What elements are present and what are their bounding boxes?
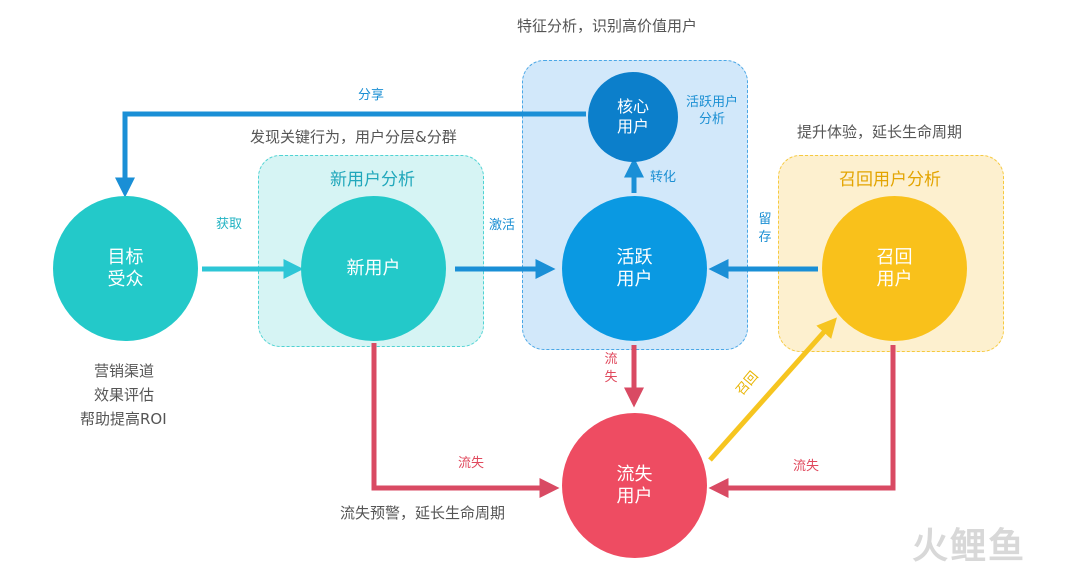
label-churn-middle-1: 流 (604, 352, 618, 367)
node-core-line2: 用户 (616, 117, 649, 136)
label-retain-2: 存 (758, 230, 772, 245)
node-core-line1: 核心 (616, 97, 649, 116)
label-acquire: 获取 (216, 217, 243, 232)
node-new-user-label: 新用户 (346, 257, 401, 279)
node-target-line1: 目标 (107, 246, 144, 268)
label-churn-middle-2: 失 (604, 370, 618, 385)
node-churn-line1: 流失 (616, 463, 653, 485)
caption-churn-warning: 流失预警，延长生命周期 (340, 504, 506, 522)
node-churn-line2: 用户 (616, 485, 653, 507)
label-activate: 激活 (489, 218, 516, 233)
new-user-analysis-title: 新用户分析 (330, 170, 415, 190)
node-recall-user: 召回 用户 (822, 196, 967, 341)
active-user-analysis-tag-line2: 分析 (699, 112, 726, 127)
label-churn-left: 流失 (458, 456, 485, 471)
caption-recall-analysis: 提升体验，延长生命周期 (797, 123, 963, 141)
churn-right-arrow (708, 345, 896, 498)
label-share: 分享 (358, 88, 385, 103)
node-core-user: 核心 用户 (588, 72, 678, 162)
label-convert: 转化 (650, 170, 677, 185)
node-recall-line1: 召回 (876, 246, 913, 268)
recall-arrow (708, 317, 837, 462)
recall-user-analysis-title: 召回用户分析 (839, 170, 941, 190)
target-note-1: 营销渠道 (94, 362, 155, 380)
target-note-3: 帮助提高ROI (80, 410, 167, 428)
watermark-logo: 火鲤鱼 (912, 526, 1027, 567)
label-churn-right: 流失 (793, 459, 820, 474)
node-active-user: 活跃 用户 (562, 196, 707, 341)
share-arrow (115, 111, 586, 198)
label-retain-1: 留 (758, 212, 772, 227)
node-new-user: 新用户 (301, 196, 446, 341)
node-recall-line2: 用户 (876, 268, 913, 290)
node-churned-user: 流失 用户 (562, 413, 707, 558)
node-active-line2: 用户 (616, 268, 653, 290)
active-user-analysis-tag-line1: 活跃用户 (686, 95, 739, 110)
caption-core-analysis: 特征分析，识别高价值用户 (517, 17, 698, 35)
churn-left-arrow (371, 343, 560, 498)
target-note-2: 效果评估 (94, 386, 155, 404)
caption-new-user-analysis: 发现关键行为，用户分层&分群 (250, 128, 457, 146)
node-target-audience: 目标 受众 (53, 196, 198, 341)
node-target-line2: 受众 (107, 268, 144, 290)
node-active-line1: 活跃 (616, 246, 653, 268)
